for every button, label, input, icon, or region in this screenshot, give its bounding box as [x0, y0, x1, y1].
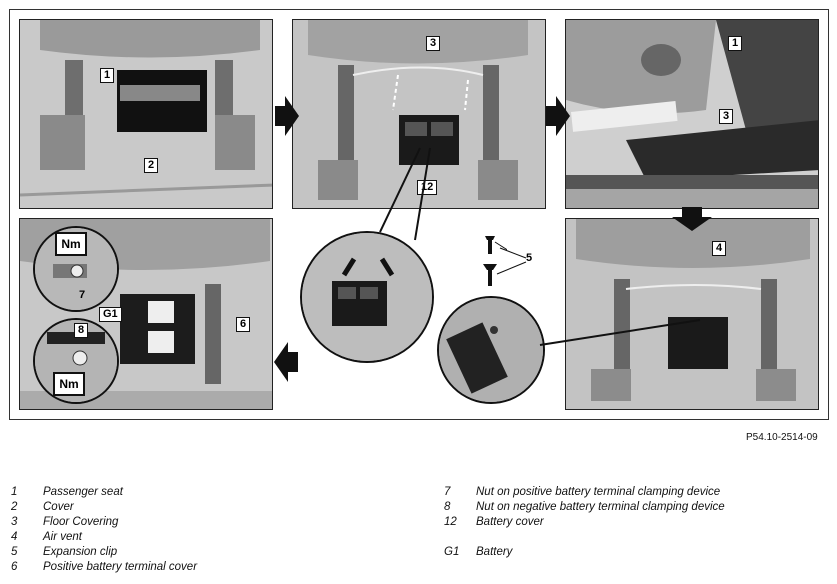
- arrow-left-icon: [274, 342, 298, 382]
- panel-air-vent-drawing: [566, 219, 818, 409]
- detail-battery-cover-clips: [300, 231, 434, 363]
- torque-badge-positive: Nm: [55, 232, 87, 256]
- callout-negative-nut: 8: [74, 323, 89, 338]
- callout-air-vent: 4: [712, 241, 727, 256]
- callout-positive-nut: 7: [79, 289, 86, 301]
- callout-floor-covering: 3: [426, 36, 441, 51]
- detail-expansion-clip-drawing: [439, 298, 543, 402]
- callout-passenger-seat: 1: [100, 68, 115, 83]
- panel-seat-cover: 1 2: [19, 19, 273, 209]
- arrow-right-icon: [275, 96, 299, 136]
- panel-battery-cover: 3 12: [292, 19, 546, 209]
- callout-cover: 2: [144, 158, 159, 173]
- detail-positive-terminal: [33, 226, 119, 312]
- detail-battery-cover-clips-drawing: [302, 233, 432, 361]
- arrow-right-icon: [546, 96, 570, 136]
- callout-floor-covering-side: 3: [719, 109, 734, 124]
- callout-battery-cover: 12: [417, 180, 438, 195]
- figure-reference: P54.10-2514-09: [746, 432, 818, 443]
- callout-battery: G1: [99, 307, 122, 322]
- arrow-down-icon: [672, 207, 712, 231]
- callout-expansion-clip: 5: [526, 252, 533, 264]
- panel-floor-covering: 1 3: [565, 19, 819, 209]
- panel-floor-covering-drawing: [566, 20, 818, 208]
- expansion-clip-icon: [483, 236, 507, 286]
- detail-expansion-clip: [437, 296, 545, 404]
- torque-badge-negative: Nm: [53, 372, 85, 396]
- panel-seat-cover-drawing: [20, 20, 272, 208]
- panel-air-vent: 4: [565, 218, 819, 410]
- callout-positive-terminal-cover: 6: [236, 317, 251, 332]
- callout-passenger-seat-side: 1: [728, 36, 743, 51]
